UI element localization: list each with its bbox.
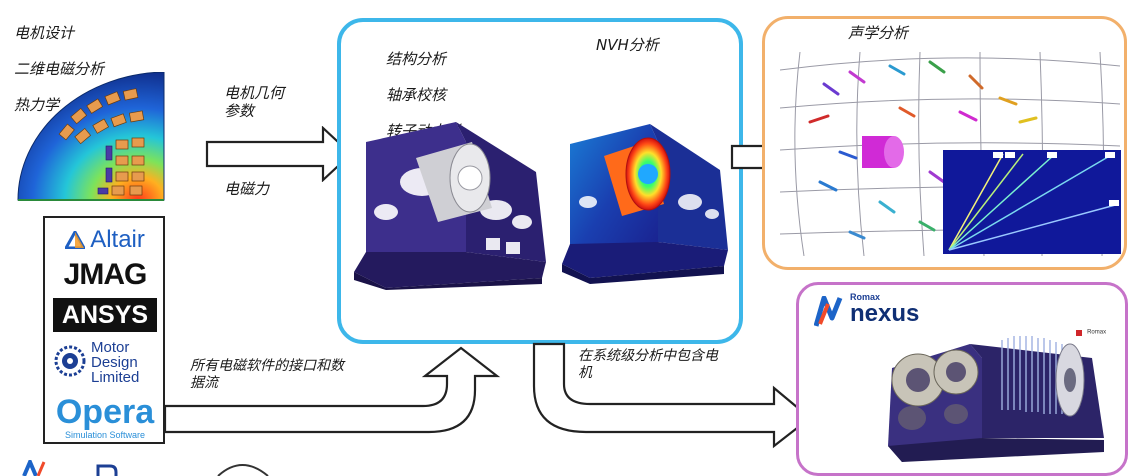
acoustic-label: 声学分析 (848, 24, 909, 42)
romax-corner-logo: Romax (1076, 322, 1106, 341)
nexus-brand-small: Romax (850, 292, 881, 302)
acoustic-directivity-plot (943, 150, 1121, 254)
nexus-logo: Romax nexus (814, 292, 954, 334)
structural-bracket-image (354, 122, 546, 290)
mdl-line-1: Motor (91, 339, 130, 356)
mdl-text: Motor Design Limited (91, 340, 139, 385)
interface-arrow (163, 346, 501, 434)
arrow-label-geometry: 电机几何 参数 (224, 84, 285, 120)
logo-ansys: ANSYS (53, 298, 157, 332)
romax-logo-fragment (22, 460, 269, 476)
mdl-gear-icon (54, 345, 86, 377)
struct-label-structural: 结构分析 (386, 50, 447, 68)
opera-subtitle: Simulation Software (64, 430, 146, 440)
ansys-text: ANSYS (61, 301, 149, 329)
nexus-logo-icon (814, 296, 843, 327)
logo-opera: Opera Simulation Software (47, 394, 163, 442)
nvh-label: NVH分析 (596, 36, 659, 54)
gearbox-motor-image (888, 336, 1104, 462)
romax-corner-icon (1076, 329, 1082, 336)
motor-em-section-image (17, 72, 165, 201)
mdl-line-3: Limited (91, 369, 140, 386)
em-label-2d-em: 二维电磁分析 (14, 60, 105, 78)
software-logos-panel: Altair JMAG ANSYS Motor Design Limited O… (43, 216, 165, 444)
opera-text: Opera (55, 393, 155, 431)
struct-label-bearing: 轴承校核 (386, 86, 447, 104)
system-label: 在系统级分析中包含电 机 (578, 348, 718, 381)
arrow-label-em-force: 电磁力 (224, 180, 270, 198)
logo-mdl: Motor Design Limited (47, 338, 163, 390)
em-labels: 电机设计 二维电磁分析 热力学 (14, 6, 104, 132)
altair-text: Altair (90, 226, 145, 253)
system-arrow (532, 342, 812, 449)
arrow-to-structural (205, 126, 353, 182)
romax-corner-text: Romax (1087, 329, 1107, 336)
logo-altair: Altair (47, 226, 163, 256)
interface-label: 所有电磁软件的接口和数 据流 (190, 358, 344, 391)
em-label-thermal: 热力学 (14, 96, 60, 114)
nvh-bracket-image (562, 124, 728, 284)
nexus-product-name: nexus (850, 300, 920, 327)
logo-jmag: JMAG (63, 258, 148, 291)
mdl-line-2: Design (91, 354, 138, 371)
em-label-design: 电机设计 (14, 24, 75, 42)
altair-icon (63, 228, 87, 250)
